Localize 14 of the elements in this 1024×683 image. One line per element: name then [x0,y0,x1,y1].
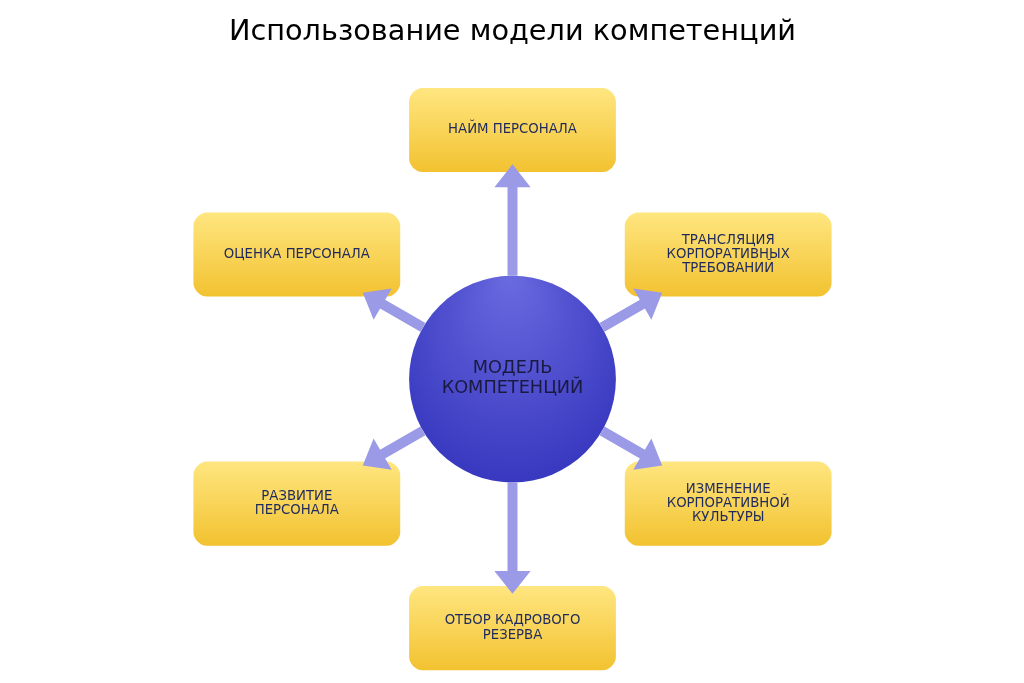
diagram-title: Использование модели компетенций [228,13,796,48]
arrow [362,426,425,470]
arrow [493,164,531,276]
arrow [362,288,425,332]
node-box: ОЦЕНКА ПЕРСОНАЛА [192,212,400,297]
arrow [599,426,662,470]
node-box: ИЗМЕНЕНИЕ КОРПОРАТИВНОЙ КУЛЬТУРЫ [624,461,832,546]
node-box: ОТБОР КАДРОВОГО РЕЗЕРВА [408,586,616,671]
node-circle: МОДЕЛЬ КОМПЕТЕНЦИЙ [408,275,616,483]
node-box: ТРАНСЛЯЦИЯ КОРПОРАТИВНЫХ ТРЕБОВАНИЙ [624,212,832,297]
arrow [599,288,662,332]
node-box: РАЗВИТИЕ ПЕРСОНАЛА [192,461,400,546]
arrow [493,482,531,594]
node-box: НАЙМ ПЕРСОНАЛА [408,88,616,173]
